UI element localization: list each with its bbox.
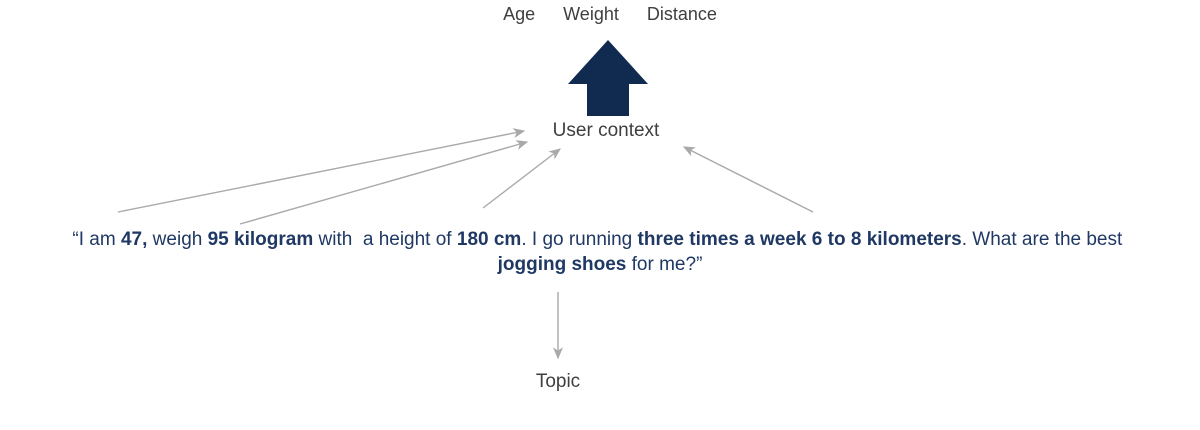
label-weight: Weight (563, 4, 619, 24)
quote-segment: 180 cm (456, 229, 522, 250)
quote-segment: three times a week 6 to 8 kilometers (637, 229, 962, 250)
label-age: Age (503, 4, 536, 24)
quote-segment: “I am (72, 229, 121, 250)
quote-segment: for me?” (626, 254, 703, 275)
up-arrow-icon (568, 40, 648, 116)
context-arrow-height (482, 148, 562, 209)
extracted-attributes-row: Age Weight Distance (0, 4, 1200, 25)
quote-segment: 47, (120, 229, 148, 250)
quote-segment: . I go running (521, 229, 638, 250)
user-context-label: User context (552, 120, 660, 141)
context-arrow-age (117, 128, 526, 213)
user-quote-text: “I am 47, weigh 95 kilogram with a heigh… (5, 227, 1195, 277)
label-distance: Distance (646, 4, 717, 24)
quote-segment: . What are the best (961, 229, 1128, 250)
quote-segment: jogging shoes (497, 254, 627, 275)
quote-segment: weigh (147, 229, 208, 250)
topic-label: Topic (535, 371, 581, 392)
quote-segment: 95 kilogram (207, 229, 314, 250)
context-arrow-distance (682, 146, 814, 213)
quote-segment: with a height of (313, 229, 457, 250)
context-arrow-weight (239, 140, 529, 225)
